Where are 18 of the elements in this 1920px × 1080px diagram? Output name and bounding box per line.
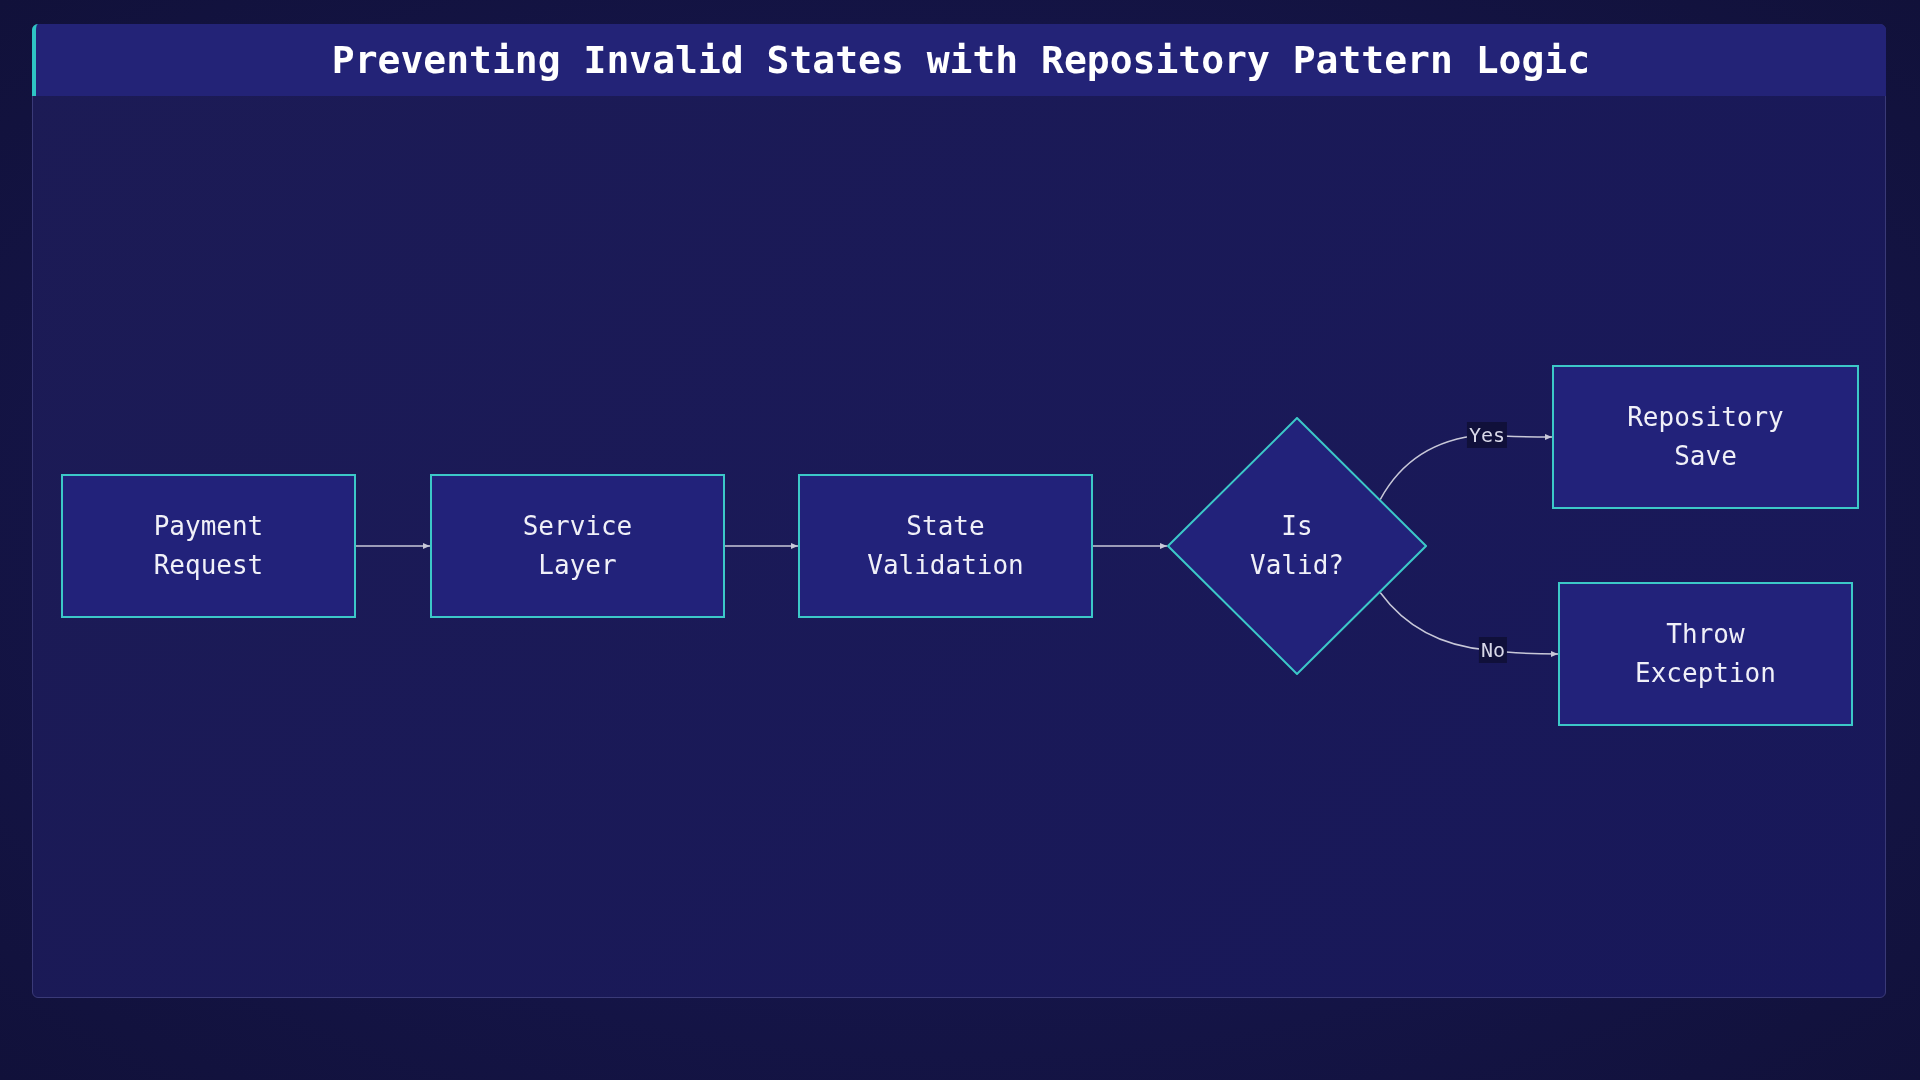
node-label: Payment Request (152, 510, 265, 582)
edge-label: Yes (1466, 422, 1508, 448)
process-box (1558, 582, 1853, 726)
arrow (1092, 543, 1168, 549)
edge-label: No (1478, 637, 1508, 663)
decision-diamond (1167, 417, 1427, 675)
node-label: Repository Save (1626, 401, 1785, 473)
node-label: State Validation (867, 510, 1024, 582)
node-label: Service Layer (521, 510, 634, 582)
node-label: Throw Exception (1634, 618, 1777, 690)
arrow (724, 543, 799, 549)
process-box (430, 474, 725, 618)
title-bar: Preventing Invalid States with Repository Pattern Logic (32, 24, 1886, 96)
process-box (798, 474, 1093, 618)
process-box (1552, 365, 1859, 509)
node-label: Is Valid? (1249, 510, 1345, 582)
process-box (61, 474, 356, 618)
arrow (355, 543, 431, 549)
